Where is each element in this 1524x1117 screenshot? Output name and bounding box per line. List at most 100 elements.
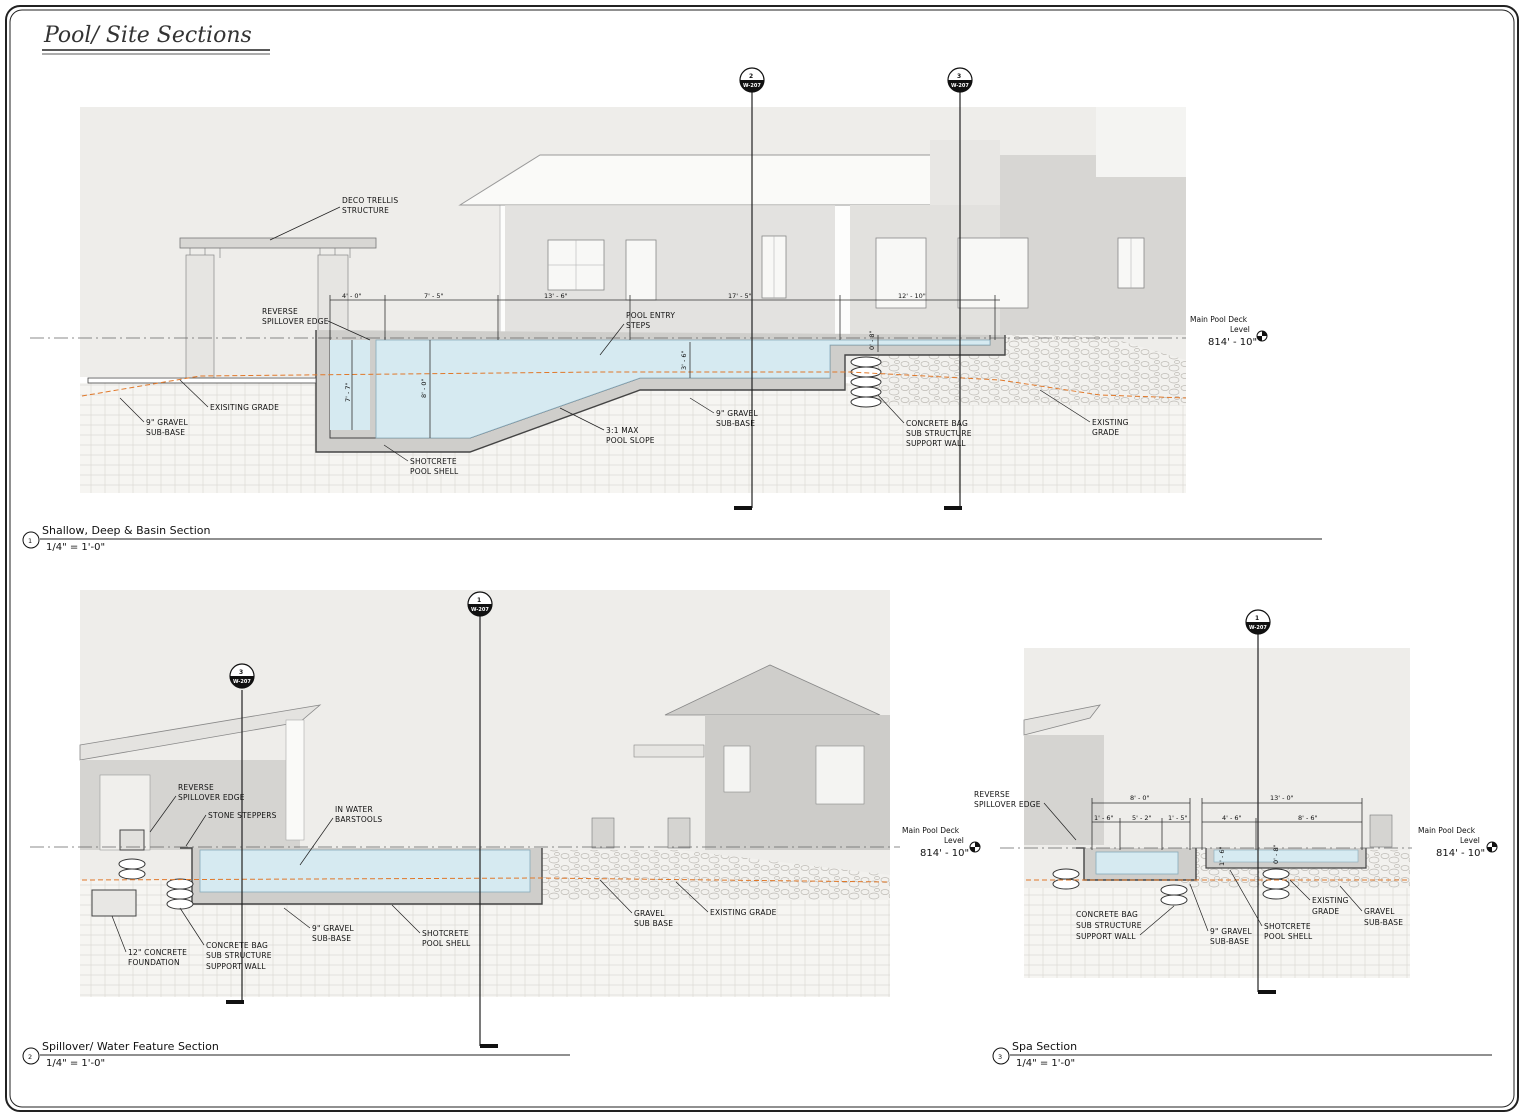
svg-text:IN WATER: IN WATER <box>335 805 373 814</box>
svg-text:9" GRAVEL: 9" GRAVEL <box>312 924 354 933</box>
section-3-scale: 1/4" = 1'-0" <box>1016 1058 1075 1069</box>
dim-1-4: 17' - 5" <box>728 292 752 300</box>
section-1-title: Shallow, Deep & Basin Section <box>42 524 211 537</box>
svg-text:SUB-BASE: SUB-BASE <box>312 934 351 943</box>
svg-text:REVERSE: REVERSE <box>178 783 214 792</box>
section-2-title: Spillover/ Water Feature Section <box>42 1040 219 1053</box>
svg-text:9" GRAVEL: 9" GRAVEL <box>1210 927 1252 936</box>
svg-text:4' - 6": 4' - 6" <box>1222 814 1242 822</box>
section-marker-1a: 2 W-207 <box>739 67 765 93</box>
deco-trellis <box>179 237 377 249</box>
level-1-label-2: Level <box>1230 325 1250 334</box>
label-gravel-2: SUB-BASE <box>146 428 185 437</box>
svg-text:SPILLOVER EDGE: SPILLOVER EDGE <box>178 793 245 802</box>
svg-text:SUB BASE: SUB BASE <box>634 919 673 928</box>
pool-water-2 <box>199 849 531 893</box>
section-1-labels: DECO TRELLIS STRUCTURE REVERSE SPILLOVER… <box>119 196 1268 476</box>
svg-text:FOUNDATION: FOUNDATION <box>128 958 180 967</box>
svg-text:814' - 10": 814' - 10" <box>920 848 969 859</box>
svg-text:W-207: W-207 <box>471 607 489 613</box>
label-deco-trellis-2: STRUCTURE <box>342 206 389 215</box>
svg-text:3: 3 <box>957 73 961 80</box>
section-marker-2b: 3 W-207 <box>229 663 255 689</box>
label-existing-grade-r: EXISTING <box>1092 418 1129 427</box>
label-concrete-bag-2: SUB STRUCTURE <box>906 429 972 438</box>
label-pool-entry: POOL ENTRY <box>626 311 675 320</box>
svg-text:814' - 10": 814' - 10" <box>1436 848 1485 859</box>
level-1-value: 814' - 10" <box>1208 337 1257 348</box>
dim-1-v1: 8' - 0" <box>420 378 428 398</box>
svg-text:0' - 8": 0' - 8" <box>1272 844 1280 864</box>
svg-text:POOL SHELL: POOL SHELL <box>1264 932 1313 941</box>
dim-1-1: 4' - 0" <box>342 292 362 300</box>
concrete-bags-2 <box>118 858 194 910</box>
svg-text:CONCRETE BAG: CONCRETE BAG <box>1076 910 1138 919</box>
level-1-label: Main Pool Deck <box>1190 315 1248 324</box>
dim-1-5: 12' - 10" <box>898 292 926 300</box>
svg-text:13' - 0": 13' - 0" <box>1270 794 1294 802</box>
svg-text:GRADE: GRADE <box>1312 907 1339 916</box>
svg-text:2: 2 <box>749 73 753 80</box>
dim-1-v4: 0' - 8" <box>868 330 876 350</box>
svg-text:5' - 2": 5' - 2" <box>1132 814 1152 822</box>
dim-1-v3: 3' - 6" <box>680 350 688 370</box>
svg-text:W-207: W-207 <box>743 83 761 89</box>
svg-text:EXISTING: EXISTING <box>1312 896 1349 905</box>
section-3-labels: REVERSE SPILLOVER EDGE CONCRETE BAG SUB … <box>974 790 1498 946</box>
section-2-drawing <box>30 590 900 1048</box>
sheet-title: Pool/ Site Sections <box>43 23 252 48</box>
svg-text:SUB-BASE: SUB-BASE <box>1364 918 1403 927</box>
svg-text:BARSTOOLS: BARSTOOLS <box>335 815 382 824</box>
pool-water-1 <box>375 339 991 439</box>
label-existing-grade-r-2: GRADE <box>1092 428 1119 437</box>
section-3-drawing <box>1000 628 1412 994</box>
svg-text:STONE STEPPERS: STONE STEPPERS <box>208 811 277 820</box>
label-shotcrete: SHOTCRETE <box>410 457 457 466</box>
svg-text:3: 3 <box>998 1053 1002 1061</box>
sheet-border-outer <box>5 5 1519 1112</box>
svg-text:3: 3 <box>239 669 243 676</box>
svg-text:1' - 6": 1' - 6" <box>1218 846 1226 866</box>
label-pool-slope-2: POOL SLOPE <box>606 436 655 445</box>
spa-water <box>1095 851 1179 875</box>
svg-text:Level: Level <box>944 836 964 845</box>
label-concrete-bag-3: SUPPORT WALL <box>906 439 966 448</box>
svg-text:12" CONCRETE: 12" CONCRETE <box>128 948 187 957</box>
section-2-labels: REVERSE SPILLOVER EDGE STONE STEPPERS IN… <box>111 783 981 971</box>
svg-text:SUPPORT WALL: SUPPORT WALL <box>1076 932 1136 941</box>
svg-text:W-207: W-207 <box>951 83 969 89</box>
section-1-scale: 1/4" = 1'-0" <box>46 542 105 553</box>
svg-text:SUB STRUCTURE: SUB STRUCTURE <box>206 951 272 960</box>
label-existing-grade: EXISITING GRADE <box>210 403 279 412</box>
concrete-bags-3 <box>1052 868 1290 906</box>
label-reverse-spillover: REVERSE <box>262 307 298 316</box>
section-1-drawing <box>30 90 1187 510</box>
sheet-border-inner <box>9 9 1515 1108</box>
svg-text:1: 1 <box>28 537 32 545</box>
svg-text:REVERSE: REVERSE <box>974 790 1010 799</box>
label-shotcrete-2: POOL SHELL <box>410 467 459 476</box>
svg-text:Main Pool Deck: Main Pool Deck <box>1418 826 1476 835</box>
svg-text:SUPPORT WALL: SUPPORT WALL <box>206 962 266 971</box>
label-reverse-spillover-2: SPILLOVER EDGE <box>262 317 329 326</box>
svg-text:SHOTCRETE: SHOTCRETE <box>1264 922 1311 931</box>
label-concrete-bag: CONCRETE BAG <box>906 419 968 428</box>
svg-text:Main Pool Deck: Main Pool Deck <box>902 826 960 835</box>
label-pool-slope: 3:1 MAX <box>606 426 639 435</box>
dim-1-v2: 7' - 7" <box>344 382 352 402</box>
svg-text:1: 1 <box>477 597 481 604</box>
label-gravel-b-2: SUB-BASE <box>716 419 755 428</box>
section-marker-1b: 3 W-207 <box>947 67 973 93</box>
svg-text:GRAVEL: GRAVEL <box>1364 907 1395 916</box>
existing-grade-line-1 <box>81 371 1187 399</box>
section-1-title-block: 1 Shallow, Deep & Basin Section 1/4" = 1… <box>22 524 1322 553</box>
svg-text:8' - 0": 8' - 0" <box>1130 794 1150 802</box>
concrete-bags-1 <box>850 356 882 408</box>
label-deco-trellis: DECO TRELLIS <box>342 196 398 205</box>
label-gravel-b: 9" GRAVEL <box>716 409 758 418</box>
dim-1-2: 7' - 5" <box>424 292 444 300</box>
svg-text:SUB-BASE: SUB-BASE <box>1210 937 1249 946</box>
section-marker-3a: 1 W-207 <box>1245 609 1271 635</box>
svg-text:SPILLOVER EDGE: SPILLOVER EDGE <box>974 800 1041 809</box>
